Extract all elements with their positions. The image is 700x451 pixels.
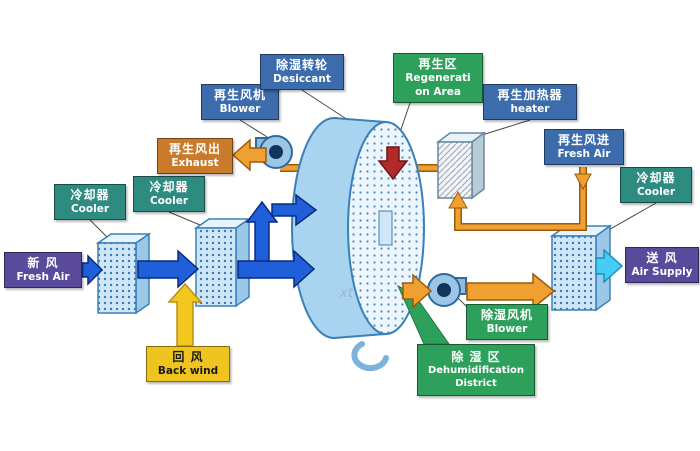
arrow-wheel-to-fan bbox=[402, 273, 433, 309]
arrow-air-supply bbox=[595, 248, 624, 284]
label-back-wind-zh: 回 风 bbox=[172, 349, 204, 364]
label-regen-heater: 再生加热器 heater bbox=[483, 84, 577, 120]
label-regen-exhaust-en: Exhaust bbox=[171, 156, 219, 169]
label-regen-heater-en: heater bbox=[510, 102, 550, 115]
label-regen-blower-zh: 再生风机 bbox=[213, 87, 266, 102]
label-dehum-blower-zh: 除湿风机 bbox=[480, 307, 533, 322]
desiccant-wheel bbox=[291, 117, 425, 339]
label-regen-fresh-air-en: Fresh Air bbox=[557, 147, 611, 160]
label-fresh-air-in-en: Fresh Air bbox=[16, 270, 70, 283]
label-back-wind-en: Back wind bbox=[157, 364, 219, 377]
label-cooler-2-en: Cooler bbox=[149, 194, 189, 207]
label-regen-fresh-air-zh: 再生风进 bbox=[557, 132, 610, 147]
label-cooler-2-zh: 冷却器 bbox=[149, 179, 189, 194]
label-cooler-3-zh: 冷却器 bbox=[636, 170, 676, 185]
arrow-cooler1-to-cooler2 bbox=[137, 249, 200, 289]
supply-air-arrows bbox=[402, 272, 556, 310]
label-regen-area-en2: on Area bbox=[415, 85, 461, 98]
label-desiccant-wheel-zh: 除湿转轮 bbox=[275, 57, 328, 72]
label-dehum-blower-en: Blower bbox=[486, 322, 528, 335]
cooler-box-1 bbox=[95, 232, 152, 315]
label-dehum-district: 除 湿 区 Dehumidification District bbox=[417, 344, 535, 396]
label-desiccant-wheel-en: Desiccant bbox=[273, 72, 331, 85]
label-air-supply-en: Air Supply bbox=[631, 265, 693, 278]
label-regen-exhaust-zh: 再生风出 bbox=[168, 141, 221, 156]
label-regen-heater-zh: 再生加热器 bbox=[497, 87, 563, 102]
label-air-supply: 送 风 Air Supply bbox=[625, 247, 699, 283]
label-dehum-district-zh: 除 湿 区 bbox=[451, 350, 501, 364]
label-regen-area: 再生区 Regenerati on Area bbox=[393, 53, 483, 103]
label-fresh-air-in-zh: 新 风 bbox=[27, 255, 59, 270]
arrow-back-wind bbox=[167, 282, 203, 347]
dehum-blower-fan bbox=[427, 273, 467, 307]
label-regen-area-zh: 再生区 bbox=[418, 57, 458, 72]
label-dehum-district-en2: District bbox=[455, 377, 497, 389]
arrow-exhaust-out bbox=[231, 138, 267, 172]
label-regen-area-en1: Regenerati bbox=[405, 72, 471, 85]
label-regen-fresh-air: 再生风进 Fresh Air bbox=[544, 129, 624, 165]
label-cooler-1-en: Cooler bbox=[70, 202, 110, 215]
arrowhead-into-heater bbox=[448, 190, 468, 209]
watermark: xt bbox=[340, 286, 353, 301]
label-desiccant-wheel: 除湿转轮 Desiccant bbox=[260, 54, 344, 90]
wheel-drive-ribbon bbox=[351, 341, 389, 371]
label-fresh-air-in: 新 风 Fresh Air bbox=[4, 252, 82, 288]
arrow-fresh-air-in bbox=[81, 254, 104, 286]
label-dehum-district-en1: Dehumidification bbox=[427, 365, 525, 376]
heater-box bbox=[435, 131, 487, 200]
label-regen-blower: 再生风机 Blower bbox=[201, 84, 279, 120]
arrow-hot-air-into-wheel bbox=[377, 146, 409, 181]
label-cooler-2: 冷却器 Cooler bbox=[133, 176, 205, 212]
label-cooler-3: 冷却器 Cooler bbox=[620, 167, 692, 203]
arrowhead-regen-down bbox=[574, 173, 592, 191]
label-cooler-1: 冷却器 Cooler bbox=[54, 184, 126, 220]
label-air-supply-zh: 送 风 bbox=[646, 250, 678, 265]
label-regen-blower-en: Blower bbox=[219, 102, 261, 115]
label-regen-exhaust: 再生风出 Exhaust bbox=[157, 138, 233, 174]
callout-lines bbox=[89, 89, 657, 309]
label-dehum-blower: 除湿风机 Blower bbox=[466, 304, 548, 340]
process-air-arrows bbox=[81, 193, 318, 289]
label-cooler-3-en: Cooler bbox=[636, 185, 676, 198]
arrow-lower-into-wheel bbox=[237, 249, 316, 289]
arrow-upper-into-wheel bbox=[271, 193, 318, 227]
label-cooler-1-zh: 冷却器 bbox=[70, 187, 110, 202]
label-back-wind: 回 风 Back wind bbox=[146, 346, 230, 382]
wheel-hub bbox=[378, 210, 393, 246]
regen-inlet-path bbox=[448, 167, 592, 231]
arrow-fan-to-cooler3 bbox=[466, 272, 556, 310]
